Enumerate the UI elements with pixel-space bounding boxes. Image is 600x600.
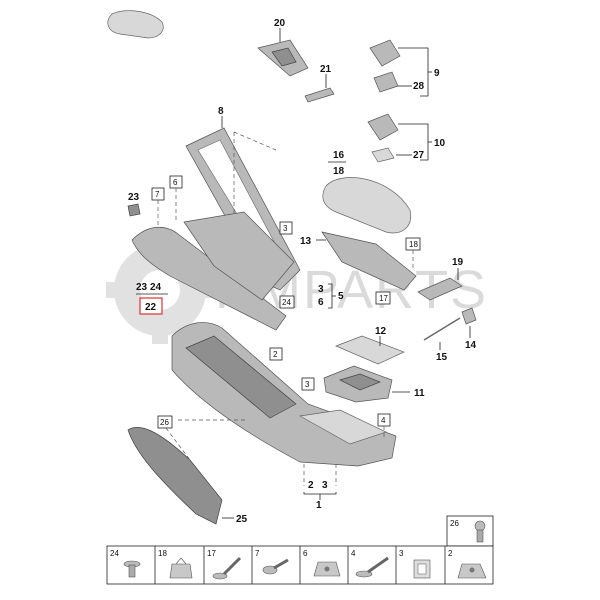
legend-label-3: 3 [399,549,404,558]
callout-24b: 24 [282,298,291,307]
bolt-washer-icon [355,556,389,578]
callout-5: 5 [338,291,344,302]
part-9-upper [369,39,401,67]
spring-clip-icon [169,557,193,579]
callout-28: 28 [413,81,425,92]
screw-icon [212,556,242,580]
callout-24a: 24 [150,282,162,293]
part-20-inner [271,47,297,67]
callout-box-24b [279,295,295,309]
part-14-clip [461,307,477,325]
legend-label-18: 18 [158,549,167,558]
callout-14: 14 [465,340,477,351]
callout-22: 22 [145,302,157,313]
callout-25: 25 [236,514,248,525]
part-15-rod [423,317,461,341]
callout-7: 7 [155,190,160,199]
top-cover-part [107,10,164,39]
callout-11: 11 [414,388,425,399]
callout-12: 12 [375,326,387,337]
callout-box-2a [269,347,283,361]
callout-box-22 [139,297,163,315]
callout-15: 15 [436,352,448,363]
part-25-lower-trim [127,426,223,525]
callout-21: 21 [320,64,332,75]
part-23-clip [127,203,141,217]
part-22-side-trim [131,226,287,331]
callout-18a: 18 [333,166,345,177]
callout-box-26 [157,415,173,429]
part-21-shape [304,87,335,103]
part-12-pad [335,335,405,365]
callout-8: 8 [218,106,224,117]
part-1-console-front [298,409,387,445]
callout-9: 9 [434,68,440,79]
part-27-shape [371,147,395,163]
part-1-console-recess [185,335,297,419]
legend-label-26: 26 [450,519,459,528]
callout-3a: 3 [283,224,288,233]
callout-6: 6 [173,178,178,187]
part-19-latch [417,277,463,301]
callout-26: 26 [160,418,169,427]
callout-1: 1 [316,500,322,511]
callout-18b: 18 [409,240,418,249]
part-10-shape [367,113,399,141]
callout-17: 17 [379,294,388,303]
callout-box-17 [375,291,391,305]
part-13-bracket [321,231,417,291]
callout-box-3a [279,221,293,235]
expanding-rivet-icon [262,558,289,575]
legend-label-6: 6 [303,549,308,558]
callout-13: 13 [300,236,312,247]
part-11-insert [339,373,381,391]
fastener-legend: 26 24 18 17 7 6 4 3 2 [106,515,494,585]
retainer-clip-icon [413,559,431,579]
callout-20: 20 [274,18,286,29]
legend-label-17: 17 [207,549,216,558]
callout-23b: 23 [136,282,148,293]
legend-cell-26 [446,515,494,547]
push-rivet-icon [123,560,141,578]
bolt-icon [474,520,486,543]
callout-2a: 2 [273,350,278,359]
callout-box-3c [301,377,315,391]
legend-label-24: 24 [110,549,119,558]
callout-3c: 3 [305,380,310,389]
mid-bracket [183,211,295,301]
callout-3d: 3 [322,480,328,491]
legend-label-2: 2 [448,549,453,558]
part-28-shape [373,71,399,93]
callout-2b: 2 [308,480,314,491]
callout-23a: 23 [128,192,140,203]
legend-label-4: 4 [351,549,356,558]
callout-10: 10 [434,138,446,149]
callout-6b: 6 [318,297,324,308]
callout-19: 19 [452,257,464,268]
armrest-lid [322,177,412,234]
callout-27: 27 [413,150,425,161]
callout-3b: 3 [318,284,324,295]
callout-4: 4 [381,416,386,425]
legend-label-7: 7 [255,549,260,558]
speed-nut-icon [457,563,487,579]
callout-16: 16 [333,150,345,161]
clip-nut-icon [313,561,341,577]
